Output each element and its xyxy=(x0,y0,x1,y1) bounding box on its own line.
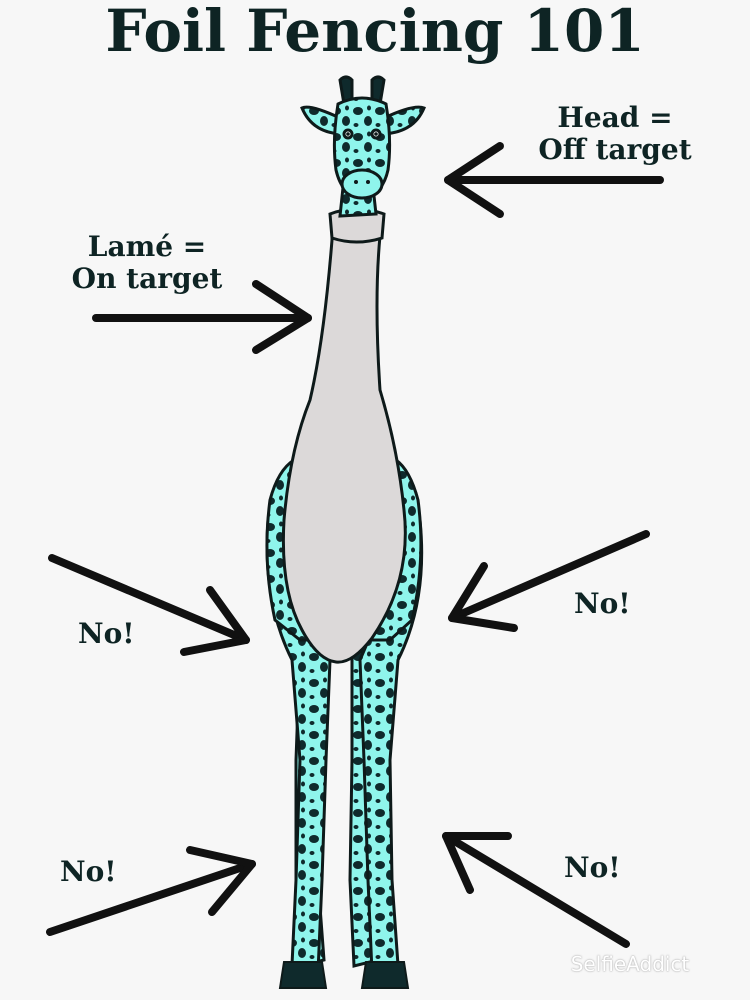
label-head-line-1: Head = xyxy=(557,101,673,134)
label-head-line-2: Off target xyxy=(538,133,692,166)
label-no-lower-right: No! xyxy=(564,851,621,884)
arrow-no-upper-right xyxy=(448,530,650,632)
label-lame-line-2: On target xyxy=(71,262,223,295)
label-lame-on-target: Lamé = On target xyxy=(52,231,242,295)
lame-suit xyxy=(281,214,407,664)
label-no-upper-left: No! xyxy=(78,617,135,650)
label-lame-line-1: Lamé = xyxy=(87,230,207,263)
artist-watermark: SelfieAddict xyxy=(570,952,690,976)
arrow-no-lower-left xyxy=(46,846,256,936)
arrow-no-upper-left xyxy=(48,554,250,656)
arrow-lame-on-target xyxy=(92,280,312,354)
poster-title: Foil Fencing 101 xyxy=(105,0,645,65)
label-no-lower-left: No! xyxy=(60,855,117,888)
arrow-no-lower-right xyxy=(442,832,630,948)
arrow-head-off-target xyxy=(444,142,664,218)
giraffe-hooves xyxy=(278,961,410,989)
giraffe-head xyxy=(300,75,426,200)
label-no-upper-right: No! xyxy=(574,587,631,620)
label-head-off-target: Head = Off target xyxy=(522,102,708,166)
